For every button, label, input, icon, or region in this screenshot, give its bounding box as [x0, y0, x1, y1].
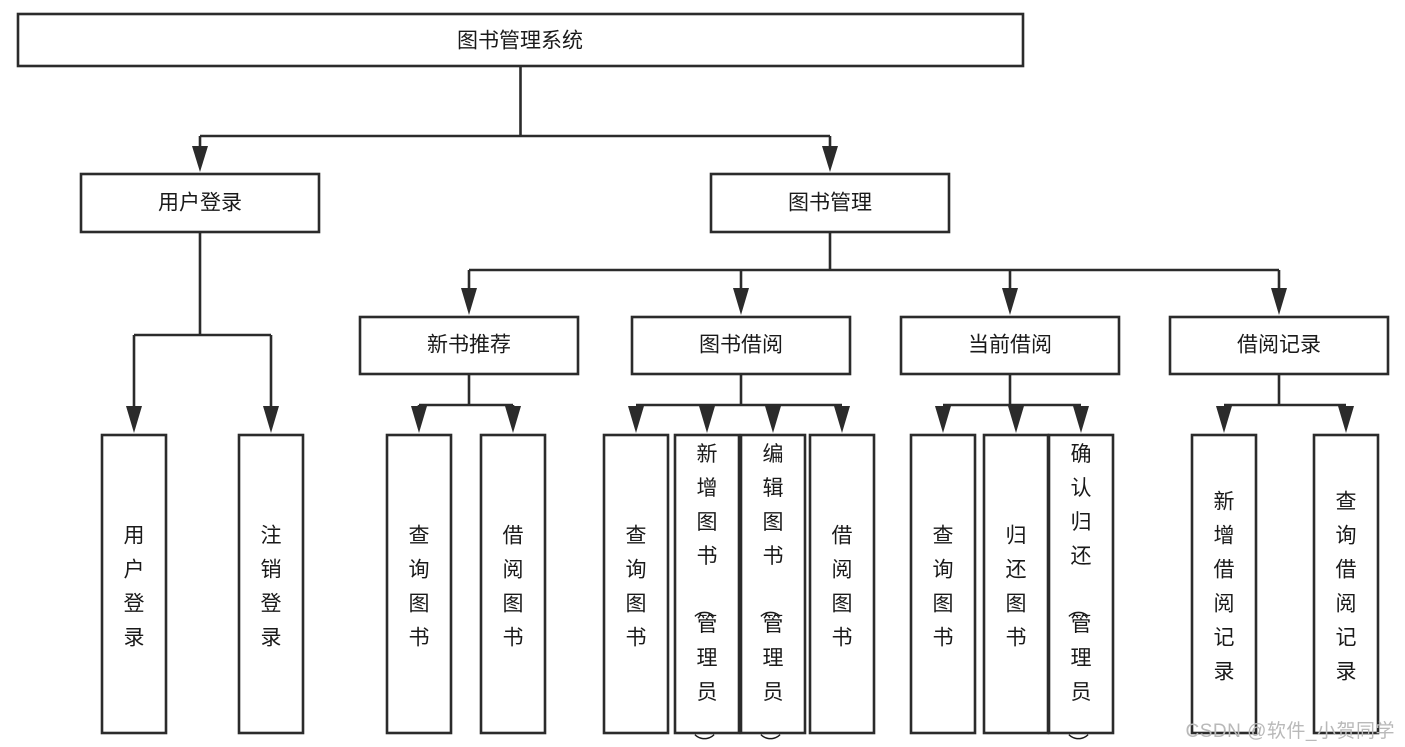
arrowhead-leaf-borrow-book-2 [834, 406, 850, 433]
node-user-login-rect[interactable] [79, 172, 321, 234]
arrowhead-leaf-query-book-1 [411, 406, 427, 433]
node-leaf-borrow-book-2-rect[interactable] [808, 433, 876, 735]
node-leaf-query-book-3-rect[interactable] [909, 433, 977, 735]
node-new-book-rec[interactable]: 新书推荐 [358, 315, 580, 376]
node-root[interactable]: 图书管理系统 [16, 12, 1025, 68]
node-book-mgmt-label: 图书管理 [788, 192, 872, 215]
node-leaf-query-book-1-rect[interactable] [385, 433, 453, 735]
arrowhead-leaf-logout [263, 406, 279, 433]
node-leaf-query-book-1-label: 查询图书 [409, 525, 430, 650]
node-leaf-add-record[interactable] [1190, 433, 1258, 735]
node-borrow-record-rect[interactable] [1168, 315, 1390, 376]
node-leaf-add-record-label: 新增借阅记录 [1214, 491, 1235, 684]
node-leaf-return-book[interactable] [982, 433, 1050, 735]
arrowhead-leaf-user-login [126, 406, 142, 433]
node-book-mgmt-rect[interactable] [709, 172, 951, 234]
node-leaf-logout-label: 注销登录 [261, 525, 282, 650]
node-borrow-record[interactable]: 借阅记录 [1168, 315, 1390, 376]
node-leaf-borrow-book-1-rect[interactable] [479, 433, 547, 735]
node-leaf-edit-book-label: 编辑图书（管理员） [758, 443, 784, 747]
node-leaf-user-login[interactable] [100, 433, 168, 735]
node-leaf-query-record[interactable] [1312, 433, 1380, 735]
node-new-book-rec-rect[interactable] [358, 315, 580, 376]
node-leaf-edit-book-rect[interactable] [739, 433, 807, 735]
node-leaf-borrow-book-2-label: 借阅图书 [832, 525, 853, 650]
node-leaf-borrow-book-2[interactable] [808, 433, 876, 735]
connector-group-book-borrow [628, 374, 850, 433]
arrowhead-leaf-confirm-return [1073, 406, 1089, 433]
node-leaf-confirm-return-label: 确认归还（管理员） [1066, 443, 1092, 747]
vertical-label-layer: 用户登录 注销登录 查询图书 借阅图书 查询图书 新增图书（管理员） 编辑图书（管理员） 借阅… [124, 443, 1357, 747]
arrowhead-book-borrow [733, 288, 749, 315]
node-new-book-rec-label: 新书推荐 [427, 334, 511, 357]
node-leaf-confirm-return[interactable] [1047, 433, 1115, 735]
arrowhead-leaf-add-book [699, 406, 715, 433]
node-root-label: 图书管理系统 [457, 30, 583, 53]
node-leaf-return-book-label: 归还图书 [1006, 525, 1027, 650]
connector-group-new-book-rec [411, 374, 521, 433]
connector-group-current-borrow [935, 374, 1089, 433]
node-leaf-query-record-rect[interactable] [1312, 433, 1380, 735]
node-leaf-user-login-label: 用户登录 [124, 525, 145, 650]
node-leaf-query-book-1[interactable] [385, 433, 453, 735]
node-leaf-query-book-2-rect[interactable] [602, 433, 670, 735]
node-book-borrow-rect[interactable] [630, 315, 852, 376]
node-leaf-add-book[interactable] [673, 433, 741, 735]
arrowhead-new-book-rec [461, 288, 477, 315]
arrowhead-leaf-edit-book [765, 406, 781, 433]
connector-group-user-login [126, 232, 279, 433]
node-current-borrow-rect[interactable] [899, 315, 1121, 376]
node-leaf-add-record-rect[interactable] [1190, 433, 1258, 735]
arrowhead-borrow-record [1271, 288, 1287, 315]
arrowhead-leaf-query-book-2 [628, 406, 644, 433]
node-leaf-add-book-label: 新增图书（管理员） [692, 443, 718, 747]
arrowhead-leaf-query-record [1338, 406, 1354, 433]
node-book-mgmt[interactable]: 图书管理 [709, 172, 951, 234]
node-leaf-logout-rect[interactable] [237, 433, 305, 735]
arrowhead-leaf-query-book-3 [935, 406, 951, 433]
node-leaf-logout[interactable] [237, 433, 305, 735]
node-leaf-borrow-book-1[interactable] [479, 433, 547, 735]
node-leaf-query-book-2[interactable] [602, 433, 670, 735]
node-book-borrow-label: 图书借阅 [699, 334, 783, 357]
node-user-login-label: 用户登录 [158, 192, 242, 215]
node-current-borrow-label: 当前借阅 [968, 334, 1052, 357]
node-leaf-query-record-label: 查询借阅记录 [1336, 491, 1357, 684]
node-leaf-confirm-return-rect[interactable] [1047, 433, 1115, 735]
arrowhead-current-borrow [1002, 288, 1018, 315]
node-root-rect[interactable] [16, 12, 1025, 68]
node-borrow-record-label: 借阅记录 [1237, 334, 1321, 357]
node-book-borrow[interactable]: 图书借阅 [630, 315, 852, 376]
connector-group-borrow-record [1216, 374, 1354, 433]
node-leaf-user-login-rect[interactable] [100, 433, 168, 735]
node-leaf-return-book-rect[interactable] [982, 433, 1050, 735]
node-leaf-add-book-rect[interactable] [673, 433, 741, 735]
connector-group-root [192, 66, 838, 172]
node-leaf-query-book-3-label: 查询图书 [933, 525, 954, 650]
node-leaf-edit-book[interactable] [739, 433, 807, 735]
node-current-borrow[interactable]: 当前借阅 [899, 315, 1121, 376]
node-leaf-query-book-2-label: 查询图书 [626, 525, 647, 650]
node-leaf-borrow-book-1-label: 借阅图书 [503, 525, 524, 650]
arrowhead-book-mgmt [822, 146, 838, 172]
arrowhead-leaf-return-book [1008, 406, 1024, 433]
arrowhead-leaf-add-record [1216, 406, 1232, 433]
arrowhead-user-login [192, 146, 208, 172]
node-user-login[interactable]: 用户登录 [79, 172, 321, 234]
connector-group-book-mgmt [461, 232, 1287, 315]
arrowhead-leaf-borrow-book-1 [505, 406, 521, 433]
node-leaf-query-book-3[interactable] [909, 433, 977, 735]
